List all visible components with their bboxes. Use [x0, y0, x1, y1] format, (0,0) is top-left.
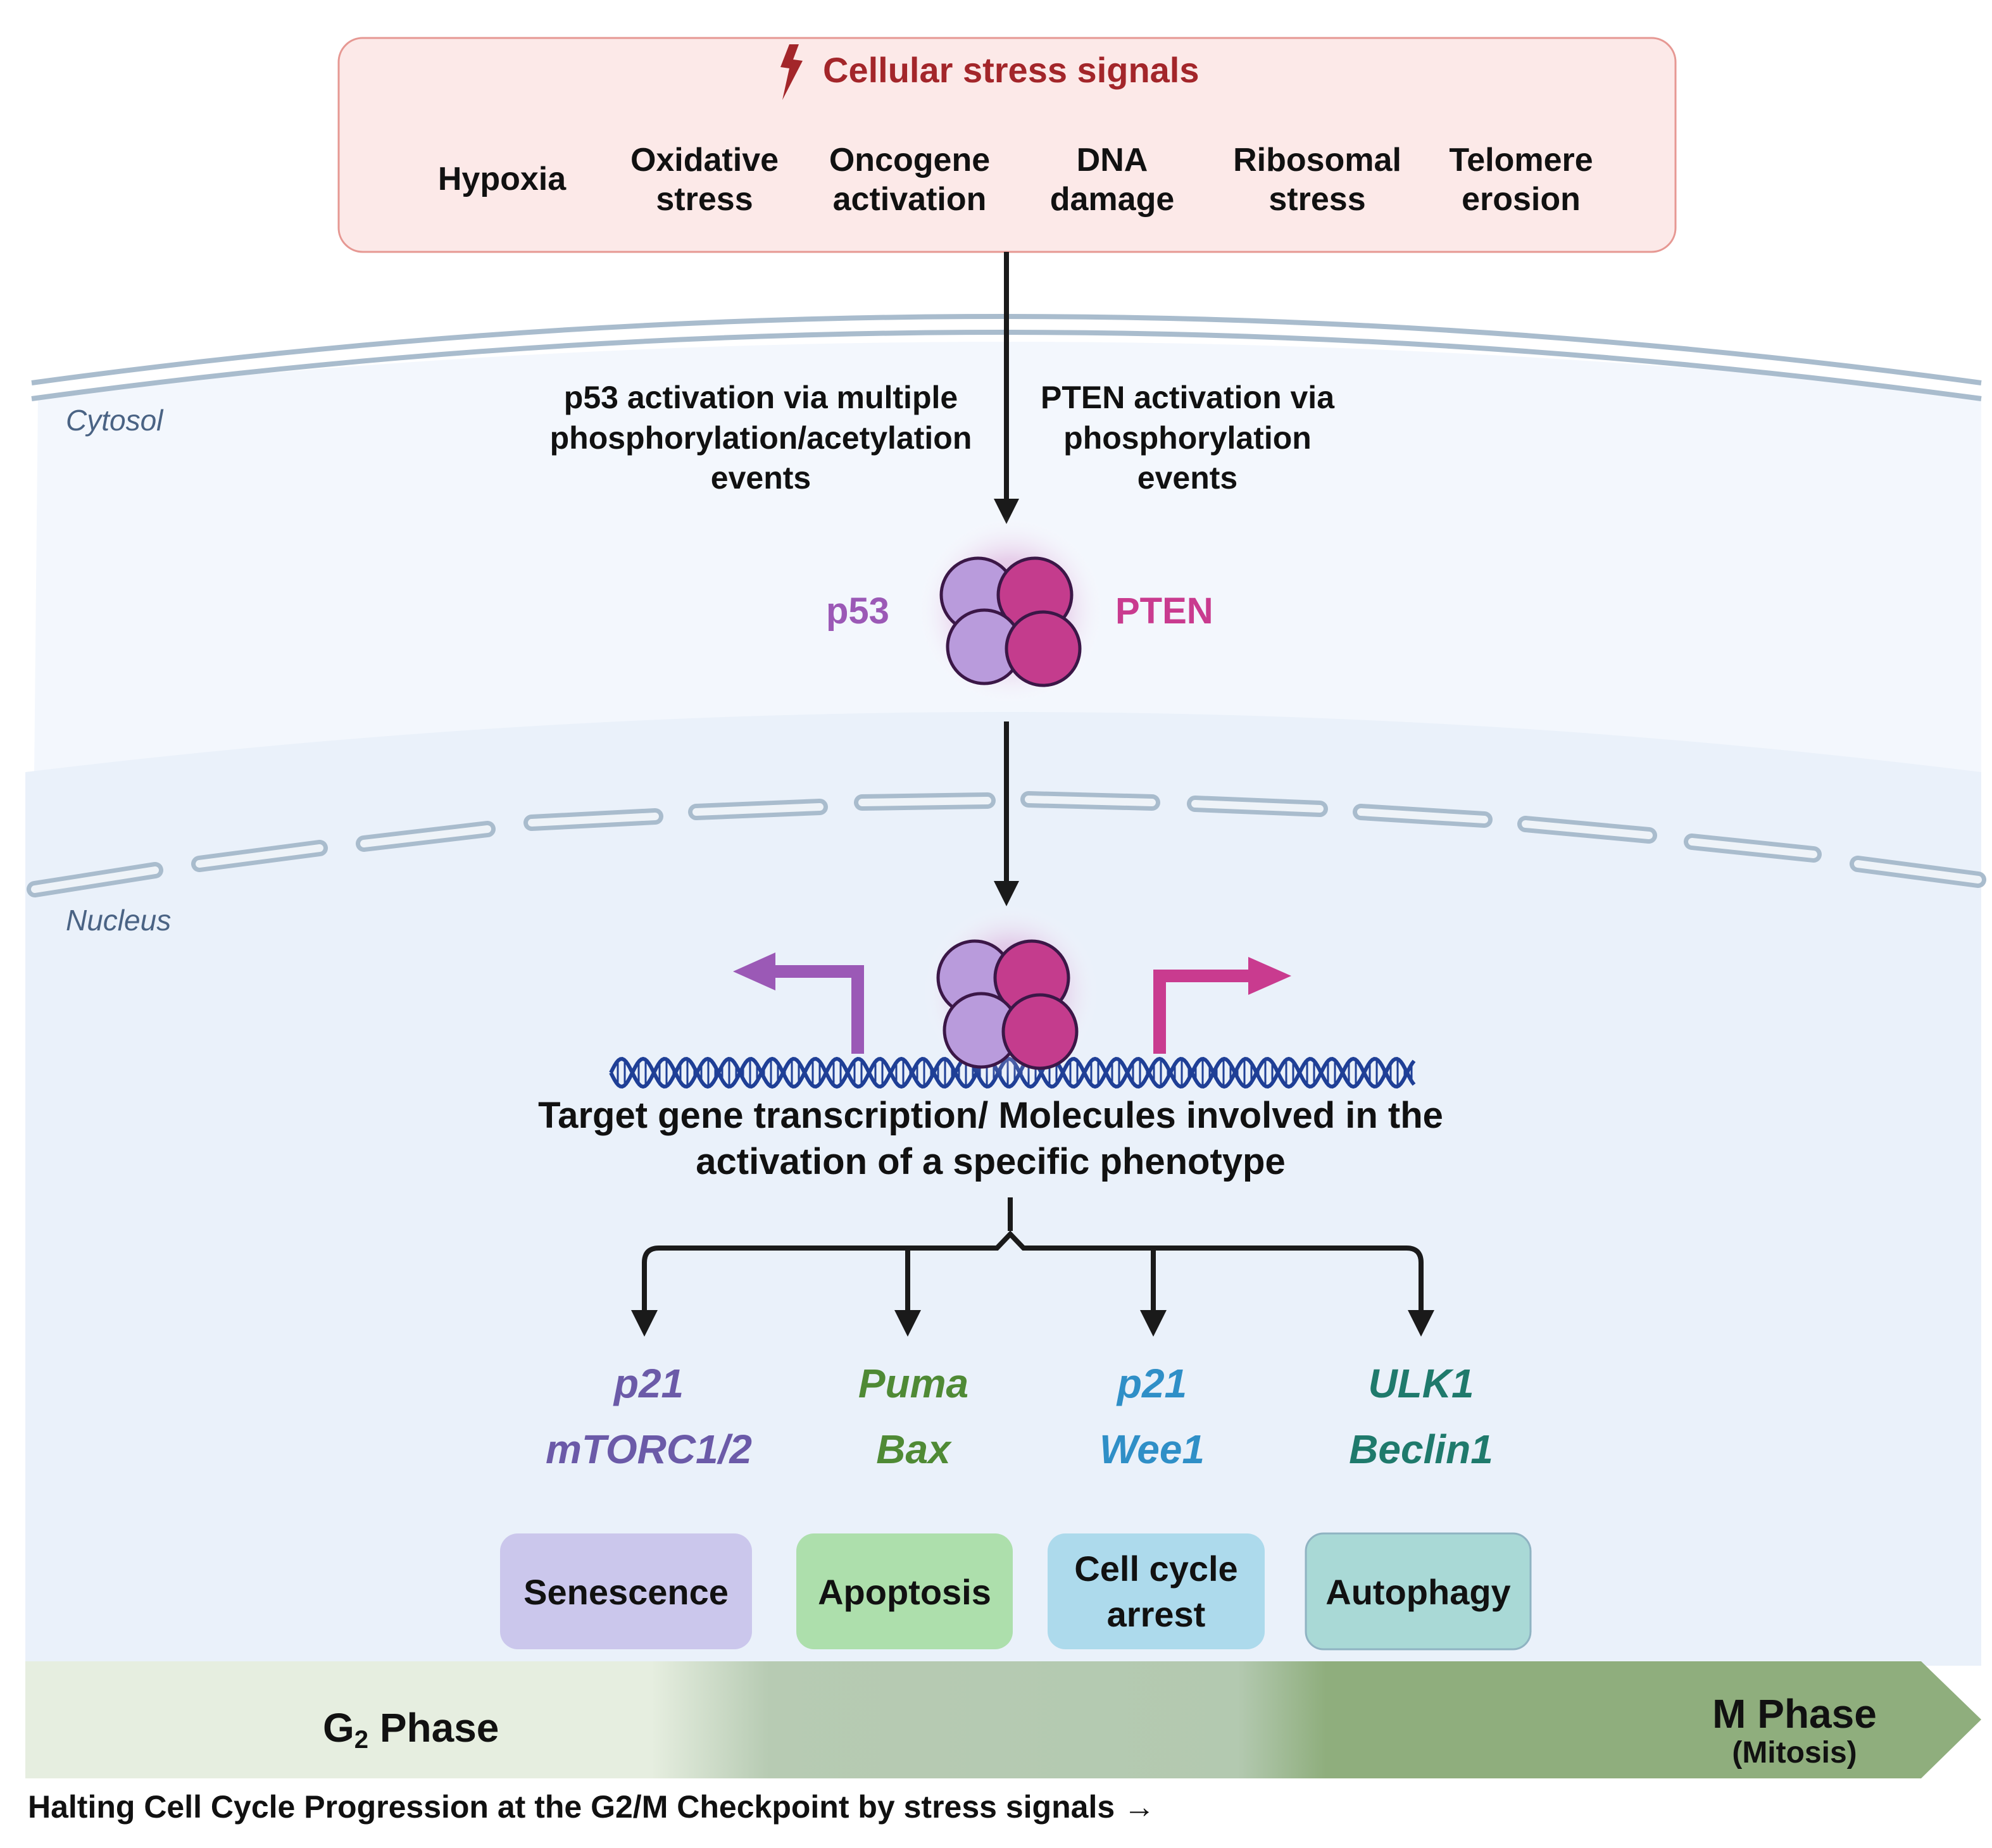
stress-signal-2-line2: activation — [833, 181, 987, 218]
cell-membrane — [31, 314, 1982, 401]
svg-text:events: events — [1137, 460, 1237, 496]
stress-signal-3-line2: damage — [1050, 181, 1175, 218]
gene-label: ULK1 — [1368, 1361, 1474, 1406]
stress-signal-5-line2: erosion — [1462, 181, 1581, 218]
nuclear-envelope — [27, 791, 1986, 897]
p53-activation-text: p53 activation via multiple phosphorylat… — [550, 380, 972, 496]
stress-signal-3: DNA — [1077, 142, 1148, 178]
gene-label: Puma — [858, 1361, 968, 1406]
p53-pten-complex-cytosol — [916, 516, 1106, 706]
svg-text:phosphorylation/acetylation: phosphorylation/acetylation — [550, 420, 972, 456]
pten-activation-text: PTEN activation via phosphorylation even… — [1041, 380, 1335, 496]
transcription-text: Target gene transcription/ Molecules inv… — [538, 1095, 1443, 1182]
lightning-icon — [780, 44, 803, 100]
p53-pten-complex-nucleus — [922, 904, 1099, 1081]
footer-caption: Halting Cell Cycle Progression at the G2… — [28, 1789, 1155, 1825]
svg-text:p53 activation via multiple: p53 activation via multiple — [564, 380, 958, 415]
svg-text:events: events — [711, 460, 811, 496]
gene-label: p21 — [1116, 1361, 1187, 1406]
gene-label: Bax — [876, 1427, 952, 1472]
stress-signal-0: Hypoxia — [438, 161, 567, 197]
branch-arrows — [642, 1197, 1424, 1311]
stress-title: Cellular stress signals — [823, 50, 1200, 90]
g2-phase-label: G2 Phase — [323, 1705, 499, 1754]
cell-cycle-phase-bar — [25, 1661, 1981, 1778]
pten-transcription-arrow — [1153, 957, 1291, 1054]
gene-label: mTORC1/2 — [546, 1427, 752, 1472]
stress-signal-4: Ribosomal — [1233, 142, 1401, 178]
arrowhead — [994, 881, 1019, 906]
stress-signal-list: HypoxiaOxidativestressOncogeneactivation… — [438, 142, 1593, 218]
stress-signal-1: Oxidative — [630, 142, 779, 178]
svg-text:PTEN activation via: PTEN activation via — [1041, 380, 1335, 415]
phenotype-box — [796, 1533, 1013, 1649]
nucleus-region — [25, 712, 1981, 1666]
branch-arrowheads — [631, 1310, 1434, 1337]
svg-text:phosphorylation: phosphorylation — [1063, 420, 1312, 456]
dna-helix — [609, 1056, 1416, 1089]
cytosol-label: Cytosol — [66, 404, 164, 437]
svg-text:activation of a specific pheno: activation of a specific phenotype — [696, 1141, 1285, 1182]
phenotype-label: Cell cycle — [1074, 1549, 1237, 1589]
svg-text:Target gene transcription/ Mol: Target gene transcription/ Molecules inv… — [538, 1095, 1443, 1136]
phenotype-label: Apoptosis — [818, 1572, 991, 1612]
dna-strand — [609, 1056, 1416, 1089]
stress-signal-5: Telomere — [1449, 142, 1593, 178]
phenotype-label: arrest — [1107, 1594, 1206, 1634]
nucleus-label: Nucleus — [66, 904, 171, 937]
phenotype-label: Autophagy — [1325, 1572, 1510, 1612]
mitosis-label: (Mitosis) — [1732, 1736, 1857, 1770]
stress-signal-1-line2: stress — [656, 181, 753, 218]
m-phase-label: M Phase — [1712, 1691, 1877, 1737]
gene-label: Wee1 — [1099, 1427, 1205, 1472]
gene-label: p21 — [613, 1361, 684, 1406]
pten-label: PTEN — [1115, 590, 1213, 632]
arrowhead — [994, 499, 1019, 524]
stress-signal-2: Oncogene — [829, 142, 990, 178]
phenotype-box — [1048, 1533, 1265, 1649]
p53-label: p53 — [826, 590, 889, 632]
phenotype-box — [1305, 1532, 1532, 1651]
gene-label: Beclin1 — [1349, 1427, 1493, 1472]
phenotype-label: Senescence — [523, 1572, 729, 1612]
p53-transcription-arrow — [733, 952, 864, 1054]
phenotype-box — [500, 1533, 752, 1649]
stress-signal-4-line2: stress — [1268, 181, 1365, 218]
